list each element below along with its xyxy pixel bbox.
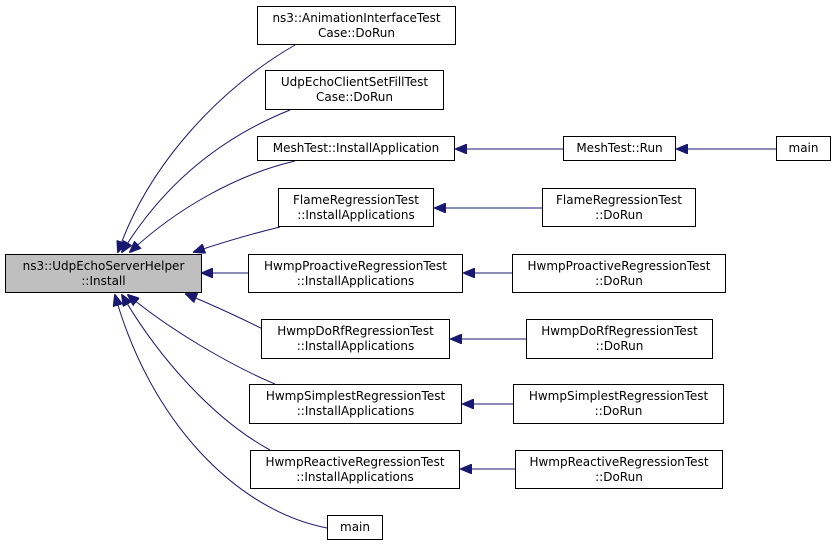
node-line1: HwmpSimplestRegressionTest <box>528 389 709 403</box>
node-line2: ::DoRun <box>595 207 643 222</box>
node-line2: ::DoRun <box>595 469 643 484</box>
node-line1: MeshTest::InstallApplication <box>272 141 440 155</box>
node-line2: ::DoRun <box>595 339 644 353</box>
node-hwmpreactiveregressiontest-dorun[interactable]: HwmpReactiveRegressionTest ::DoRun <box>515 450 723 489</box>
node-animationinterfacetest-dorun[interactable]: ns3::AnimationInterfaceTest Case::DoRun <box>257 6 456 45</box>
edge-anim-to-root <box>118 44 296 252</box>
node-flameregressiontest-installapplications[interactable]: FlameRegressionTest ::InstallApplication… <box>278 188 434 227</box>
node-line2: ::Install <box>81 273 126 288</box>
node-line1: HwmpDoRfRegressionTest <box>277 324 434 338</box>
node-line2: ::InstallApplications <box>296 339 415 353</box>
node-hwmpsimplestregressiontest-installapplications[interactable]: HwmpSimplestRegressionTest ::InstallAppl… <box>249 384 462 424</box>
node-hwmpdorfregressiontest-installapplications[interactable]: HwmpDoRfRegressionTest ::InstallApplicat… <box>261 319 450 359</box>
edge-simpinstall-to-root <box>128 295 276 385</box>
node-udpechoserverhelper-install[interactable]: ns3::UdpEchoServerHelper ::Install <box>5 254 202 293</box>
node-meshtest-run[interactable]: MeshTest::Run <box>563 136 676 161</box>
node-line2: ::InstallApplications <box>296 273 415 288</box>
edge-reinstall-to-root <box>122 295 271 451</box>
node-udpechoclientsetfilltest-dorun[interactable]: UdpEchoClientSetFillTest Case::DoRun <box>265 70 444 110</box>
node-line2: Case::DoRun <box>315 90 394 104</box>
node-line2: Case::DoRun <box>317 25 396 40</box>
node-line1: ns3::AnimationInterfaceTest <box>272 10 441 25</box>
node-main-bottom[interactable]: main <box>327 515 383 540</box>
node-hwmpproactiveregressiontest-installapplications[interactable]: HwmpProactiveRegressionTest ::InstallApp… <box>248 254 463 293</box>
edge-main2-to-root <box>115 295 328 529</box>
node-line2: ::DoRun <box>595 273 643 288</box>
edge-flameinstall-to-root <box>194 226 281 252</box>
node-line1: HwmpProactiveRegressionTest <box>264 258 447 273</box>
edge-meshinstall-to-root <box>130 160 296 252</box>
node-line1: HwmpDoRfRegressionTest <box>541 324 698 338</box>
node-line2: ::InstallApplications <box>296 404 415 418</box>
node-meshtest-installapplication[interactable]: MeshTest::InstallApplication <box>257 136 455 161</box>
node-line1: HwmpReactiveRegressionTest <box>265 454 445 469</box>
node-line1: ns3::UdpEchoServerHelper <box>22 258 185 273</box>
edge-udpfill-to-root <box>122 109 291 252</box>
node-line1: main <box>340 520 370 534</box>
node-main-top[interactable]: main <box>776 136 831 161</box>
node-hwmpdorfregressiontest-dorun[interactable]: HwmpDoRfRegressionTest ::DoRun <box>526 319 713 359</box>
node-line1: FlameRegressionTest <box>293 192 419 207</box>
node-line1: main <box>788 141 819 155</box>
node-line1: HwmpSimplestRegressionTest <box>265 389 446 403</box>
node-line2: ::InstallApplications <box>297 207 415 222</box>
node-line1: FlameRegressionTest <box>556 192 682 207</box>
node-line1: MeshTest::Run <box>576 141 663 155</box>
node-line1: UdpEchoClientSetFillTest <box>280 75 429 89</box>
node-hwmpreactiveregressiontest-installapplications[interactable]: HwmpReactiveRegressionTest ::InstallAppl… <box>250 450 460 489</box>
node-line1: HwmpProactiveRegressionTest <box>527 258 711 273</box>
node-flameregressiontest-dorun[interactable]: FlameRegressionTest ::DoRun <box>542 188 696 227</box>
node-line2: ::InstallApplications <box>296 469 414 484</box>
node-line2: ::DoRun <box>594 404 643 418</box>
node-hwmpsimplestregressiontest-dorun[interactable]: HwmpSimplestRegressionTest ::DoRun <box>513 384 724 424</box>
node-line1: HwmpReactiveRegressionTest <box>529 454 709 469</box>
node-hwmpproactiveregressiontest-dorun[interactable]: HwmpProactiveRegressionTest ::DoRun <box>512 254 726 293</box>
